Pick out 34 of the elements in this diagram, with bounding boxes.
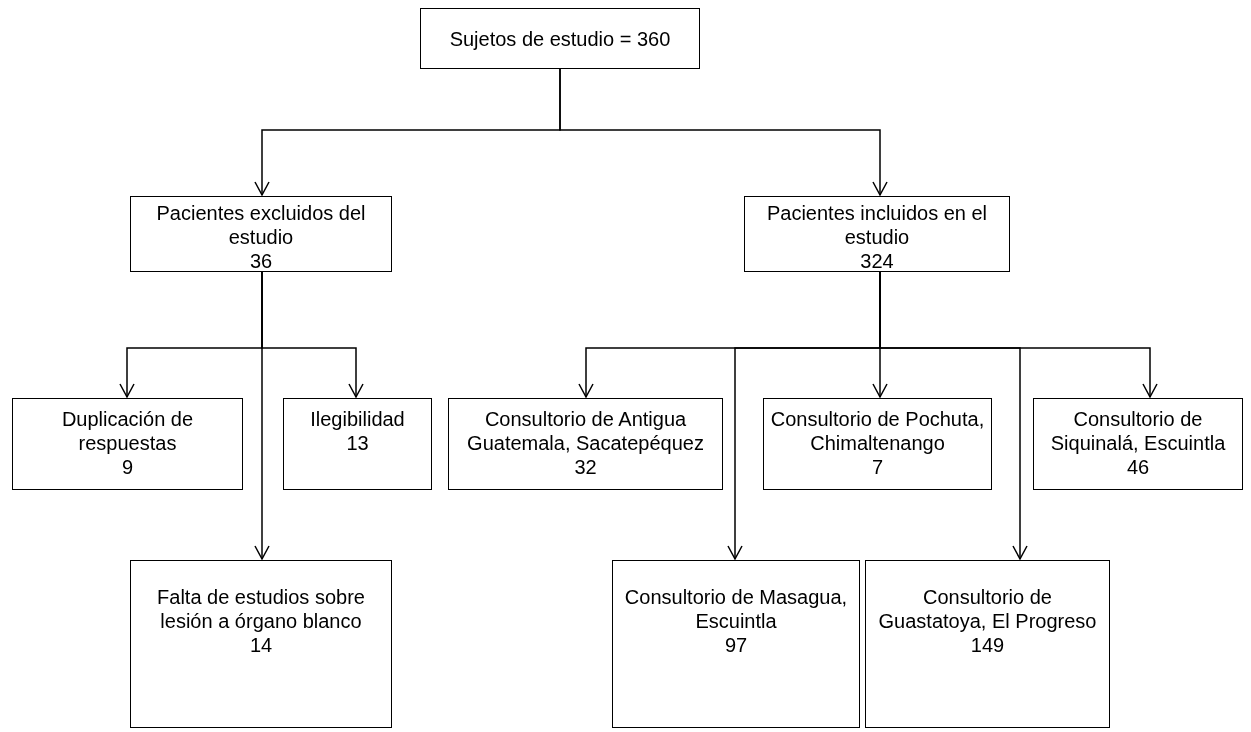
process-box (744, 196, 1010, 272)
count-value: 14 (249, 633, 273, 657)
process-box (130, 560, 392, 728)
process-box (130, 196, 392, 272)
count-value: 32 (574, 455, 597, 479)
box-label: Consultorio de Pochuta, Chimaltenango (770, 407, 985, 455)
arrow (254, 271, 270, 560)
process-box (865, 560, 1110, 728)
box-label: Consultorio de Siquinalá, Escuintla (1049, 407, 1227, 455)
process-box (763, 398, 992, 490)
process-box (420, 8, 700, 69)
process-box (448, 398, 723, 490)
count-value: 7 (871, 455, 884, 479)
box-label: Duplicación de respuestas (60, 407, 195, 455)
box-label: Consultorio de Guastatoya, El Progreso (877, 585, 1098, 633)
box-label: Sujetos de estudio = 360 (449, 26, 671, 51)
count-value: 9 (121, 455, 134, 479)
count-value: 324 (860, 249, 894, 273)
box-label: Falta de estudios sobre lesión a órgano blanco (156, 585, 366, 633)
count-value: 36 (249, 249, 273, 273)
box-label: Pacientes excluidos del estudio (155, 201, 367, 249)
process-box (612, 560, 860, 728)
process-box (1033, 398, 1243, 490)
box-label: Consultorio de Masagua, Escuintla (623, 585, 849, 633)
count-value: 149 (970, 633, 1005, 657)
process-box (12, 398, 243, 490)
arrow (559, 68, 888, 196)
box-label: Consultorio de Antigua Guatemala, Sacatepéquez (466, 407, 705, 455)
box-label: Pacientes incluidos en el estudio (765, 201, 989, 249)
count-value: 13 (346, 431, 369, 455)
process-box (283, 398, 432, 490)
count-value: 46 (1126, 455, 1150, 479)
box-label: Ilegibilidad (310, 407, 405, 431)
count-value: 97 (724, 633, 748, 657)
